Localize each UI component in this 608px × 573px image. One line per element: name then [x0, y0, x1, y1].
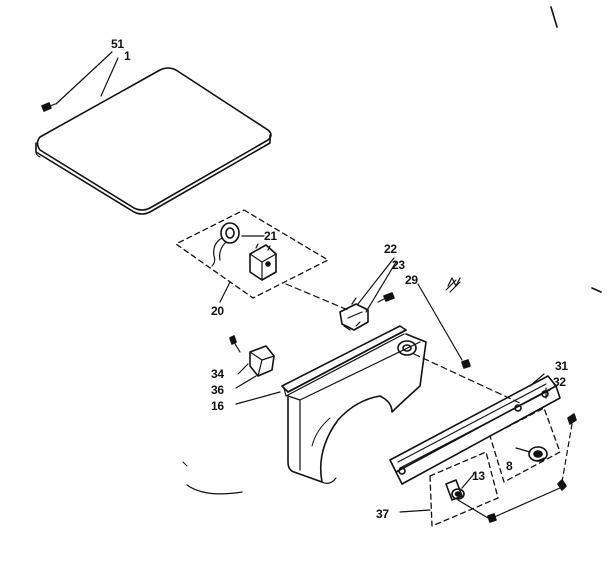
stray-mark-right	[591, 287, 602, 293]
panel-screw-line	[457, 499, 489, 519]
callout-36: 36	[211, 383, 224, 397]
knob-screw	[229, 335, 241, 353]
callout-13: 13	[472, 469, 485, 483]
screw-line-right	[561, 423, 573, 483]
switch-bracket	[339, 297, 369, 331]
callout-37: 37	[376, 507, 389, 521]
console-screw-bottom	[557, 479, 567, 491]
screw-29	[461, 359, 471, 369]
leader-13	[461, 473, 475, 489]
timer-group-box	[175, 209, 329, 299]
leader-29	[417, 283, 463, 361]
leader-16	[235, 391, 281, 405]
spring-clip	[445, 277, 461, 293]
stray-mark-bottom-left	[186, 484, 243, 495]
callout-51: 51	[111, 37, 124, 51]
stray-mark-top-right	[550, 6, 558, 28]
leader-36	[235, 375, 257, 389]
leader-37	[399, 509, 431, 513]
control-panel	[281, 325, 427, 484]
callout-34: 34	[211, 367, 224, 381]
leader-51	[55, 51, 113, 105]
top-cover-screw	[41, 102, 56, 112]
callout-31: 31	[555, 359, 568, 373]
panel-to-console-line	[413, 353, 523, 405]
top-cover	[35, 67, 272, 215]
timer-switch	[249, 243, 277, 281]
screw-line-bottom	[491, 487, 561, 519]
callout-29: 29	[405, 273, 418, 287]
leader-20	[219, 281, 231, 303]
console-screw-top	[567, 413, 577, 425]
leader-1	[100, 57, 119, 97]
callout-20: 20	[211, 304, 224, 318]
shaft-box	[429, 451, 499, 527]
callout-32: 32	[553, 375, 566, 389]
console-screw-lower	[487, 513, 497, 523]
leader-34	[237, 363, 249, 375]
callout-8: 8	[506, 459, 513, 473]
selector-knob	[528, 446, 548, 462]
callout-22: 22	[384, 242, 397, 256]
knob-box	[489, 407, 561, 483]
leader-22	[357, 257, 395, 305]
group-to-bracket-line	[285, 283, 349, 311]
callout-16: 16	[211, 399, 224, 413]
control-knob	[249, 345, 275, 377]
leader-8	[515, 447, 531, 453]
timer-motor	[211, 222, 240, 267]
callout-23: 23	[392, 258, 405, 272]
console-panel	[389, 375, 561, 485]
callout-21: 21	[264, 229, 277, 243]
push-button	[445, 479, 465, 501]
callout-1: 1	[124, 49, 131, 63]
stray-mark-left	[182, 461, 188, 467]
leader-31	[529, 373, 545, 387]
small-screw-23	[377, 292, 395, 303]
leader-22b	[365, 261, 397, 313]
